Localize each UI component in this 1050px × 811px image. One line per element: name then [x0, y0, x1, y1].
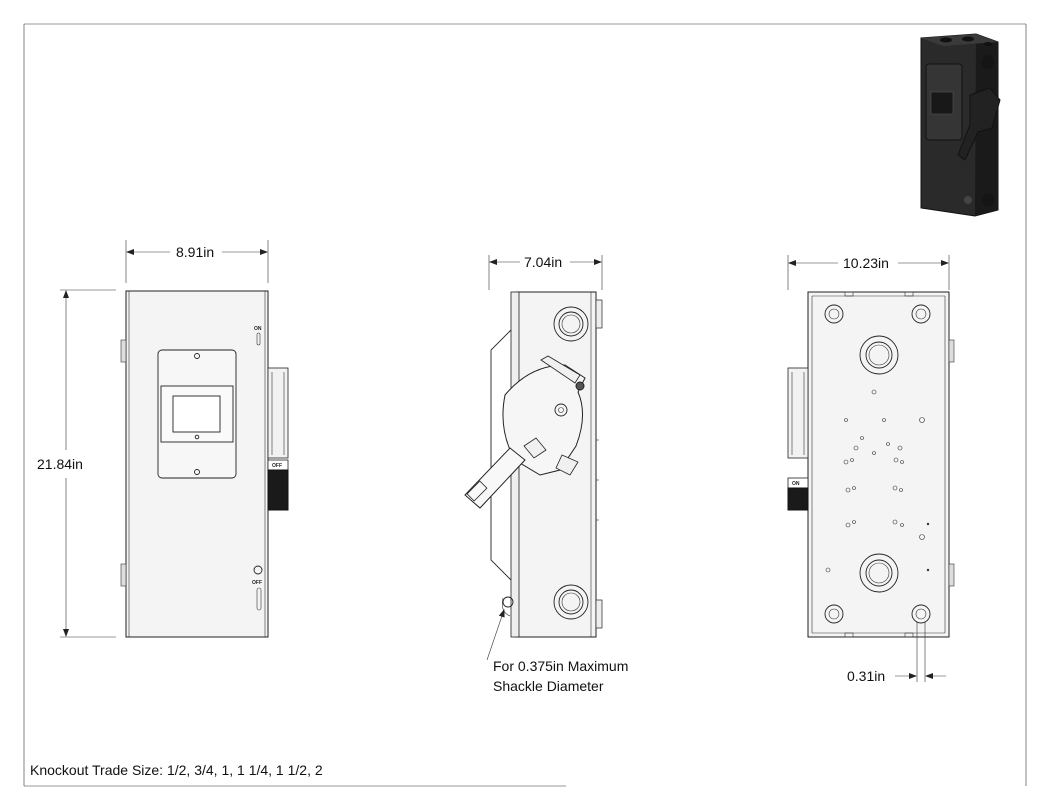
front-off-label: OFF — [252, 580, 262, 586]
shackle-note-line2: Shackle Diameter — [493, 678, 604, 694]
front-width-dimension: 8.91in — [125, 240, 269, 283]
height-label: 21.84in — [37, 456, 83, 472]
back-width-dimension: 10.23in — [787, 255, 950, 290]
shackle-note-line1: For 0.375in Maximum — [493, 658, 628, 674]
side-depth-label: 7.04in — [524, 254, 562, 270]
mount-hole-label: 0.31in — [847, 668, 885, 684]
back-handle-on-label: ON — [792, 481, 800, 487]
front-on-label: ON — [254, 326, 262, 332]
back-view: ON — [787, 291, 955, 638]
mount-hole-dimension: 0.31in — [847, 622, 946, 684]
side-depth-dimension: 7.04in — [488, 254, 603, 290]
front-handle-off-label: OFF — [272, 463, 282, 469]
height-dimension: 21.84in — [37, 289, 116, 638]
side-view — [464, 291, 603, 638]
shackle-note: For 0.375in Maximum Shackle Diameter — [486, 609, 628, 694]
back-width-label: 10.23in — [843, 255, 889, 271]
sheet-border — [23, 23, 1027, 787]
front-width-label: 8.91in — [176, 244, 214, 260]
enclosure-3d-render — [920, 33, 1001, 217]
front-view: ON OFF OFF — [120, 290, 289, 638]
knockout-note: Knockout Trade Size: 1/2, 3/4, 1, 1 1/4,… — [30, 762, 323, 778]
